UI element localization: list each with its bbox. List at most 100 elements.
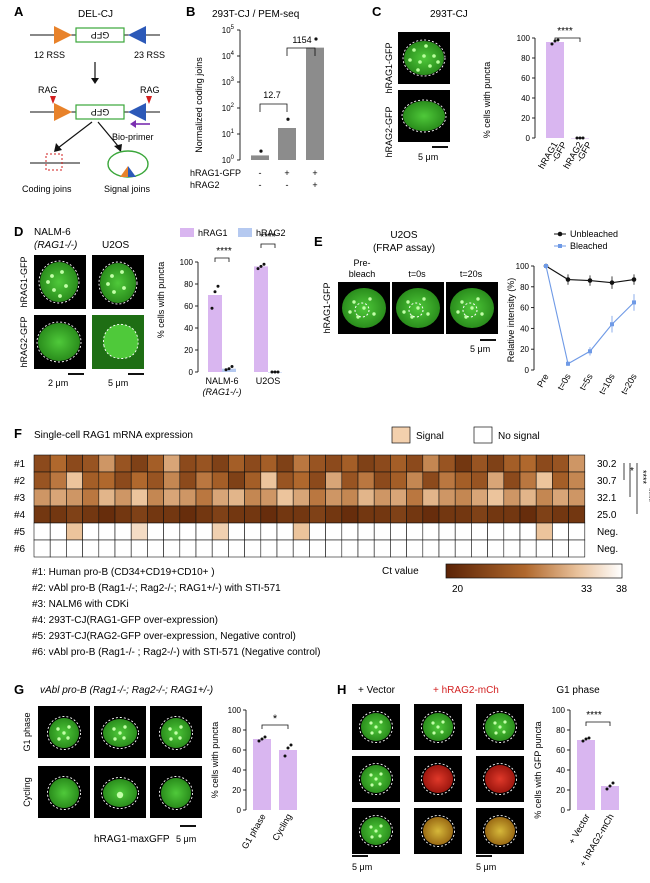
heat-row-label-3: #3 — [14, 493, 26, 504]
panel-e-frame1-line1: Pre- — [353, 258, 370, 268]
g-punctum — [169, 737, 173, 741]
heatmap-cell — [147, 505, 164, 524]
rag-cut-right-icon — [146, 96, 152, 104]
ct-value-4: 25.0 — [597, 510, 617, 521]
heatmap-cell — [309, 488, 326, 507]
e-point — [609, 280, 615, 285]
heatmap-cell — [341, 522, 359, 541]
heatmap-cell — [98, 539, 116, 558]
b-tick-exp: 4 — [231, 51, 235, 57]
h-tick-label: 100 — [552, 706, 566, 715]
d-point — [270, 370, 274, 374]
h-point — [611, 781, 615, 785]
h-outline — [359, 815, 393, 847]
rss23-triangle-top — [128, 26, 146, 44]
panel-c-label-top: hRAG1-GFP — [384, 42, 394, 93]
d-tick-label: 40 — [184, 324, 193, 333]
c-bar — [546, 42, 564, 138]
heatmap-cell — [422, 471, 440, 490]
legend-f-signal-swatch — [391, 426, 411, 444]
heatmap-cell — [98, 454, 116, 473]
panel-b-fold1: 12.7 — [263, 90, 281, 100]
e-point — [587, 278, 593, 283]
panel-h-ylabel: % cells with GFP puncta — [533, 721, 543, 818]
panel-h-col1: + Vector — [358, 685, 396, 696]
g-point — [283, 754, 287, 758]
c-punctum — [432, 54, 436, 58]
outline-d-4 — [103, 324, 139, 359]
e-category-label: t=0s — [555, 372, 573, 392]
frap-frames — [338, 282, 498, 334]
e-tick-label: 100 — [516, 262, 530, 271]
ct-tick-38: 38 — [616, 584, 628, 595]
b-tick-label: 101 — [222, 129, 235, 139]
heatmap-cell — [292, 454, 310, 473]
h-outline — [359, 763, 393, 795]
frap-punctum — [422, 297, 426, 301]
heatmap-cell — [373, 471, 391, 490]
frap-punctum — [368, 297, 372, 301]
ct-tick-33: 33 — [581, 584, 593, 595]
h-punctum — [370, 783, 374, 787]
heatmap-cell — [276, 505, 294, 524]
b-tick-exp: 1 — [231, 129, 235, 135]
heatmap-cell — [325, 505, 343, 524]
d-punctum — [106, 282, 110, 286]
heatmap-cell — [503, 488, 521, 507]
g-category-label: G1 phase — [240, 812, 268, 851]
e-point — [632, 300, 636, 305]
heatmap-cell — [147, 488, 164, 507]
legend-f-nosignal-swatch — [473, 426, 493, 444]
g-punctum — [122, 736, 126, 740]
c-punctum — [408, 58, 412, 62]
ct-value-1: 30.2 — [597, 459, 617, 470]
panel-b-row2-sign3: + — [312, 180, 317, 190]
frap-punctum — [352, 300, 356, 304]
heatmap-cell — [406, 488, 424, 507]
h-nucleus — [485, 765, 515, 793]
c-punctum — [418, 60, 422, 64]
h-punctum — [379, 824, 383, 828]
heatmap-cell — [211, 505, 229, 524]
coding-join-box — [45, 153, 63, 171]
heatmap-cell — [276, 522, 294, 541]
h-tick-label: 20 — [556, 786, 565, 795]
frap-punctum — [456, 310, 460, 314]
heatmap-cell — [373, 454, 391, 473]
panel-g: G vAbl pro-B (Rag1-/-; Rag2-/-; RAG1+/-)… — [14, 682, 297, 851]
heatmap-cell — [535, 539, 553, 558]
heatmap-cell — [568, 454, 586, 473]
heatmap-cell — [309, 505, 326, 524]
h-nucleus — [423, 817, 453, 845]
heatmap-cell — [390, 488, 407, 507]
d-punctum — [46, 280, 50, 284]
heatmap-cell — [390, 471, 407, 490]
heatmap-cell — [390, 454, 407, 473]
heatmap-cell — [130, 505, 148, 524]
heatmap-cell — [130, 488, 148, 507]
frap-punctum — [410, 315, 414, 319]
panel-d-sig2: **** — [260, 232, 276, 243]
panel-b-row1-sign2: + — [284, 168, 289, 178]
heatmap-cell — [228, 471, 245, 490]
heatmap-cell — [292, 522, 310, 541]
heatmap-cell — [454, 522, 472, 541]
panel-b-title: 293T-CJ / PEM-seq — [212, 9, 299, 20]
heatmap-cell — [519, 471, 537, 490]
heatmap-cell — [228, 522, 245, 541]
panel-e-letter: E — [314, 234, 323, 249]
g-tick-label: 100 — [228, 706, 242, 715]
g-punctum — [56, 727, 60, 731]
heatmap-cell — [33, 488, 51, 507]
heatmap-row-labels: #1 #2 #3 #4 #5 #6 — [14, 459, 26, 555]
arrowhead-right-a — [114, 144, 122, 152]
d-point — [216, 284, 220, 288]
arrowhead-down-a — [91, 78, 99, 84]
heatmap-cell — [276, 488, 294, 507]
bio-primer-arrowhead — [130, 120, 136, 128]
heatmap-cell — [341, 505, 359, 524]
heatmap-cell — [163, 471, 181, 490]
heat-row-label-2: #2 — [14, 476, 26, 487]
